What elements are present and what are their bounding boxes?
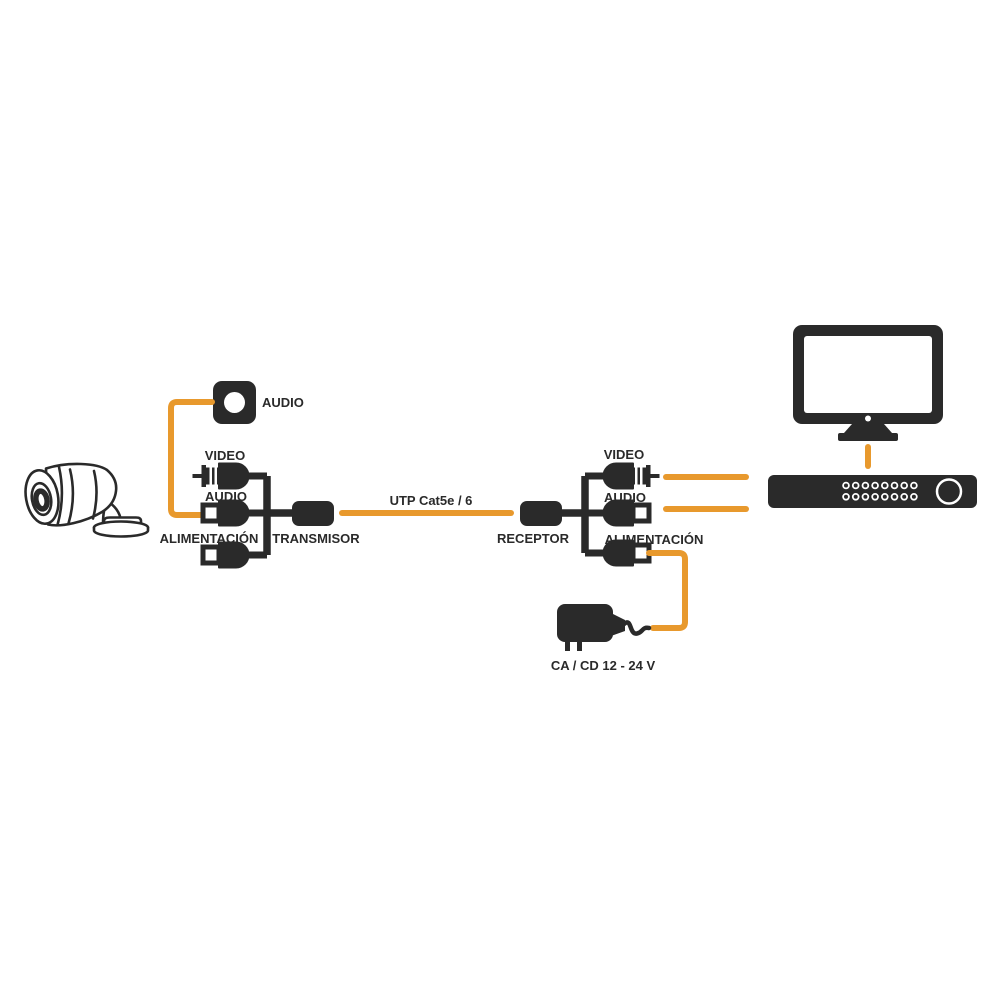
rx-video-connector bbox=[585, 464, 660, 489]
tx-audio-label: AUDIO bbox=[205, 489, 247, 504]
monitor-power-led bbox=[865, 415, 871, 422]
power-cable bbox=[646, 550, 688, 631]
receiver-label: RECEPTOR bbox=[497, 531, 570, 546]
camera-body bbox=[44, 462, 118, 527]
transmitter-label: TRANSMISOR bbox=[272, 531, 360, 546]
tx-video-connector bbox=[193, 464, 268, 489]
microphone-label: AUDIO bbox=[262, 395, 304, 410]
camera-base-rim bbox=[92, 526, 150, 538]
microphone-audio-cable bbox=[168, 399, 215, 518]
monitor-icon bbox=[793, 325, 943, 441]
tx-power-connector bbox=[203, 543, 267, 568]
transmitter-box bbox=[292, 501, 334, 526]
dvr-vent-holes bbox=[842, 481, 918, 501]
cctv-bullet-camera-icon bbox=[24, 462, 150, 538]
tx-video-label: VIDEO bbox=[205, 448, 245, 463]
receiver-box bbox=[520, 501, 562, 526]
camera-body-seam-2 bbox=[91, 469, 98, 520]
camera-body-seam-1 bbox=[67, 468, 75, 525]
rx-audio-label: AUDIO bbox=[604, 490, 646, 505]
adapter-cord bbox=[621, 620, 652, 636]
dvr-power-button bbox=[935, 478, 963, 505]
dvr-recorder-icon bbox=[768, 475, 977, 508]
power-adapter-icon bbox=[557, 604, 652, 651]
monitor-stand-neck bbox=[844, 424, 892, 433]
tx-audio-connector bbox=[203, 501, 267, 526]
utp-cable-label: UTP Cat5e / 6 bbox=[390, 493, 473, 508]
power-adapter-label: CA / CD 12 - 24 V bbox=[551, 658, 656, 673]
microphone-icon bbox=[213, 381, 256, 424]
monitor-stand-base bbox=[838, 433, 898, 441]
rx-power-label: ALIMENTACIÓN bbox=[605, 532, 704, 547]
rx-video-label: VIDEO bbox=[604, 447, 644, 462]
tx-power-label: ALIMENTACIÓN bbox=[160, 531, 259, 546]
camera-lens-icon bbox=[33, 488, 50, 512]
